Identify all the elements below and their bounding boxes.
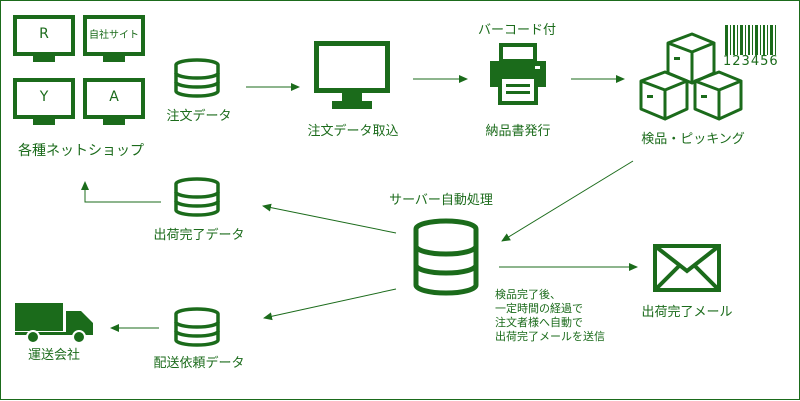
monitor-icon: [83, 15, 145, 62]
arrow-server-to-request: [263, 288, 397, 321]
barcode-number: 123456: [723, 54, 779, 69]
shops-caption: 各種ネットショップ: [18, 143, 144, 159]
monitor-icon: [314, 41, 390, 109]
completion-mail-label: 出荷完了メール: [641, 305, 733, 320]
server-database-icon: [413, 218, 479, 296]
database-icon: [174, 177, 220, 217]
shop-label-y: Y: [39, 89, 49, 105]
database-icon: [174, 307, 220, 347]
shop-label-a: A: [109, 89, 119, 105]
monitor-icon: [83, 78, 145, 125]
inspection-label: 検品・ピッキング: [641, 132, 745, 147]
auto-mail-note-line: 一定時間の経過で: [495, 302, 583, 315]
barcode-caption: バーコード付: [477, 23, 557, 38]
printer-icon: [490, 43, 546, 105]
shop-label-r: R: [39, 26, 49, 42]
server-label: サーバー自動処理: [389, 193, 493, 208]
shop-label-own-site: 自社サイト: [89, 30, 139, 41]
shipped-data-label: 出荷完了データ: [153, 228, 245, 243]
delivery-note-label: 納品書発行: [485, 124, 551, 139]
envelope-icon: [653, 244, 721, 292]
auto-mail-note-line: 注文者様へ自動で: [495, 316, 583, 329]
auto-mail-note-line: 出荷完了メールを送信: [495, 330, 605, 343]
cardboard-boxes-icon: [639, 32, 743, 121]
order-data-label: 注文データ: [166, 109, 232, 124]
monitor-icon: [13, 78, 75, 125]
monitor-icon: [13, 15, 75, 62]
delivery-truck-icon: [15, 303, 93, 344]
database-icon: [174, 58, 220, 98]
barcode-icon: [725, 25, 776, 55]
arrow-inspect-to-server: [501, 160, 634, 242]
carrier-label: 運送会社: [27, 348, 81, 363]
order-import-label: 注文データ取込: [307, 124, 399, 139]
shipping-request-label: 配送依頼データ: [153, 356, 245, 371]
auto-mail-note-line: 検品完了後、: [495, 288, 561, 301]
arrow-shipped-to-shops: [81, 181, 161, 203]
arrow-server-to-shipped: [262, 203, 397, 234]
